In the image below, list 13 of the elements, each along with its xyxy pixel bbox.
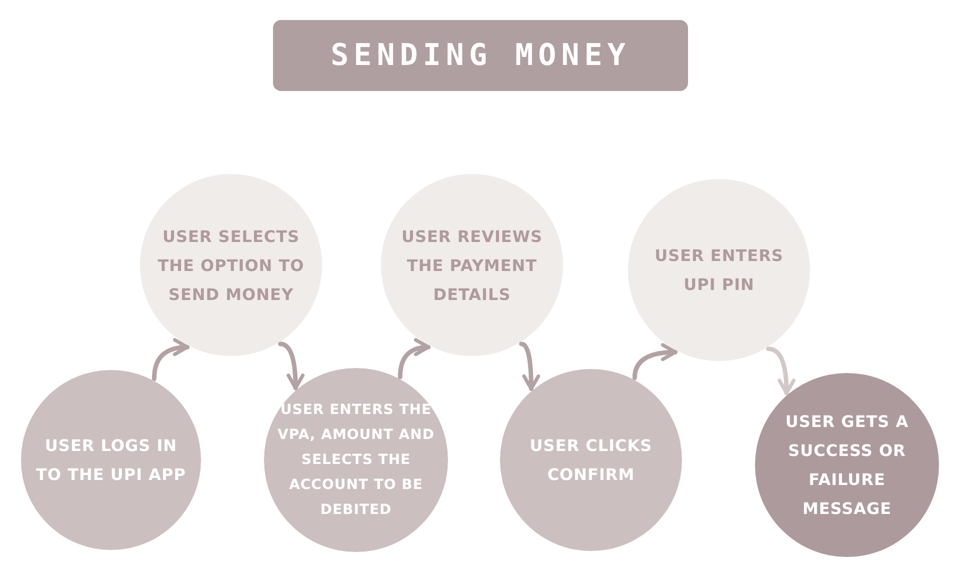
curved-arrow: [519, 342, 540, 391]
curved-arrow: [632, 343, 678, 380]
step-text: USER ENTERS THE VPA, AMOUNT AND SELECTS THE ACCOUNT TO BE DEBITED: [276, 400, 436, 520]
curved-arrow: [278, 342, 304, 390]
step-text: USER ENTERS UPI PIN: [654, 245, 784, 296]
step-text: USER REVIEWS THE PAYMENT DETAILS: [400, 226, 544, 306]
step-text: USER CLICKS CONFIRM: [528, 435, 654, 486]
step-text: USER GETS A SUCCESS OR FAILURE MESSAGE: [784, 411, 910, 520]
title-banner: SENDING MONEY: [273, 20, 688, 91]
curved-arrow: [152, 338, 190, 382]
step-text: USER LOGS IN TO THE UPI APP: [36, 435, 186, 486]
step-text: USER SELECTS THE OPTION TO SEND MONEY: [156, 226, 306, 306]
curved-arrow: [766, 346, 796, 396]
